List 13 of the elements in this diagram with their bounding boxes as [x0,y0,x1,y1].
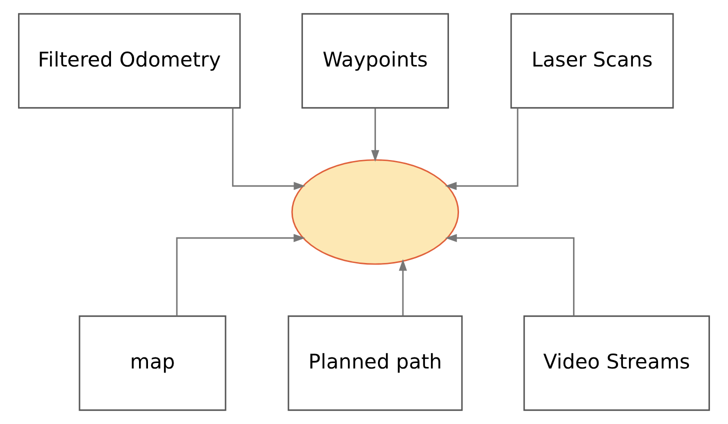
node-box: Video Streams [523,315,710,411]
arrow [371,108,380,162]
node-box: Planned path [288,315,463,411]
node-circle [291,159,460,265]
node-box: Waypoints [301,13,449,109]
node-box: Filtered Odometry [18,13,241,109]
arrow [232,108,306,190]
arrow [445,234,574,316]
arrow [445,108,518,190]
arrow [176,234,306,316]
arrow [398,259,407,316]
node-box: map [78,315,226,411]
node-box: Laser Scans [510,13,674,109]
